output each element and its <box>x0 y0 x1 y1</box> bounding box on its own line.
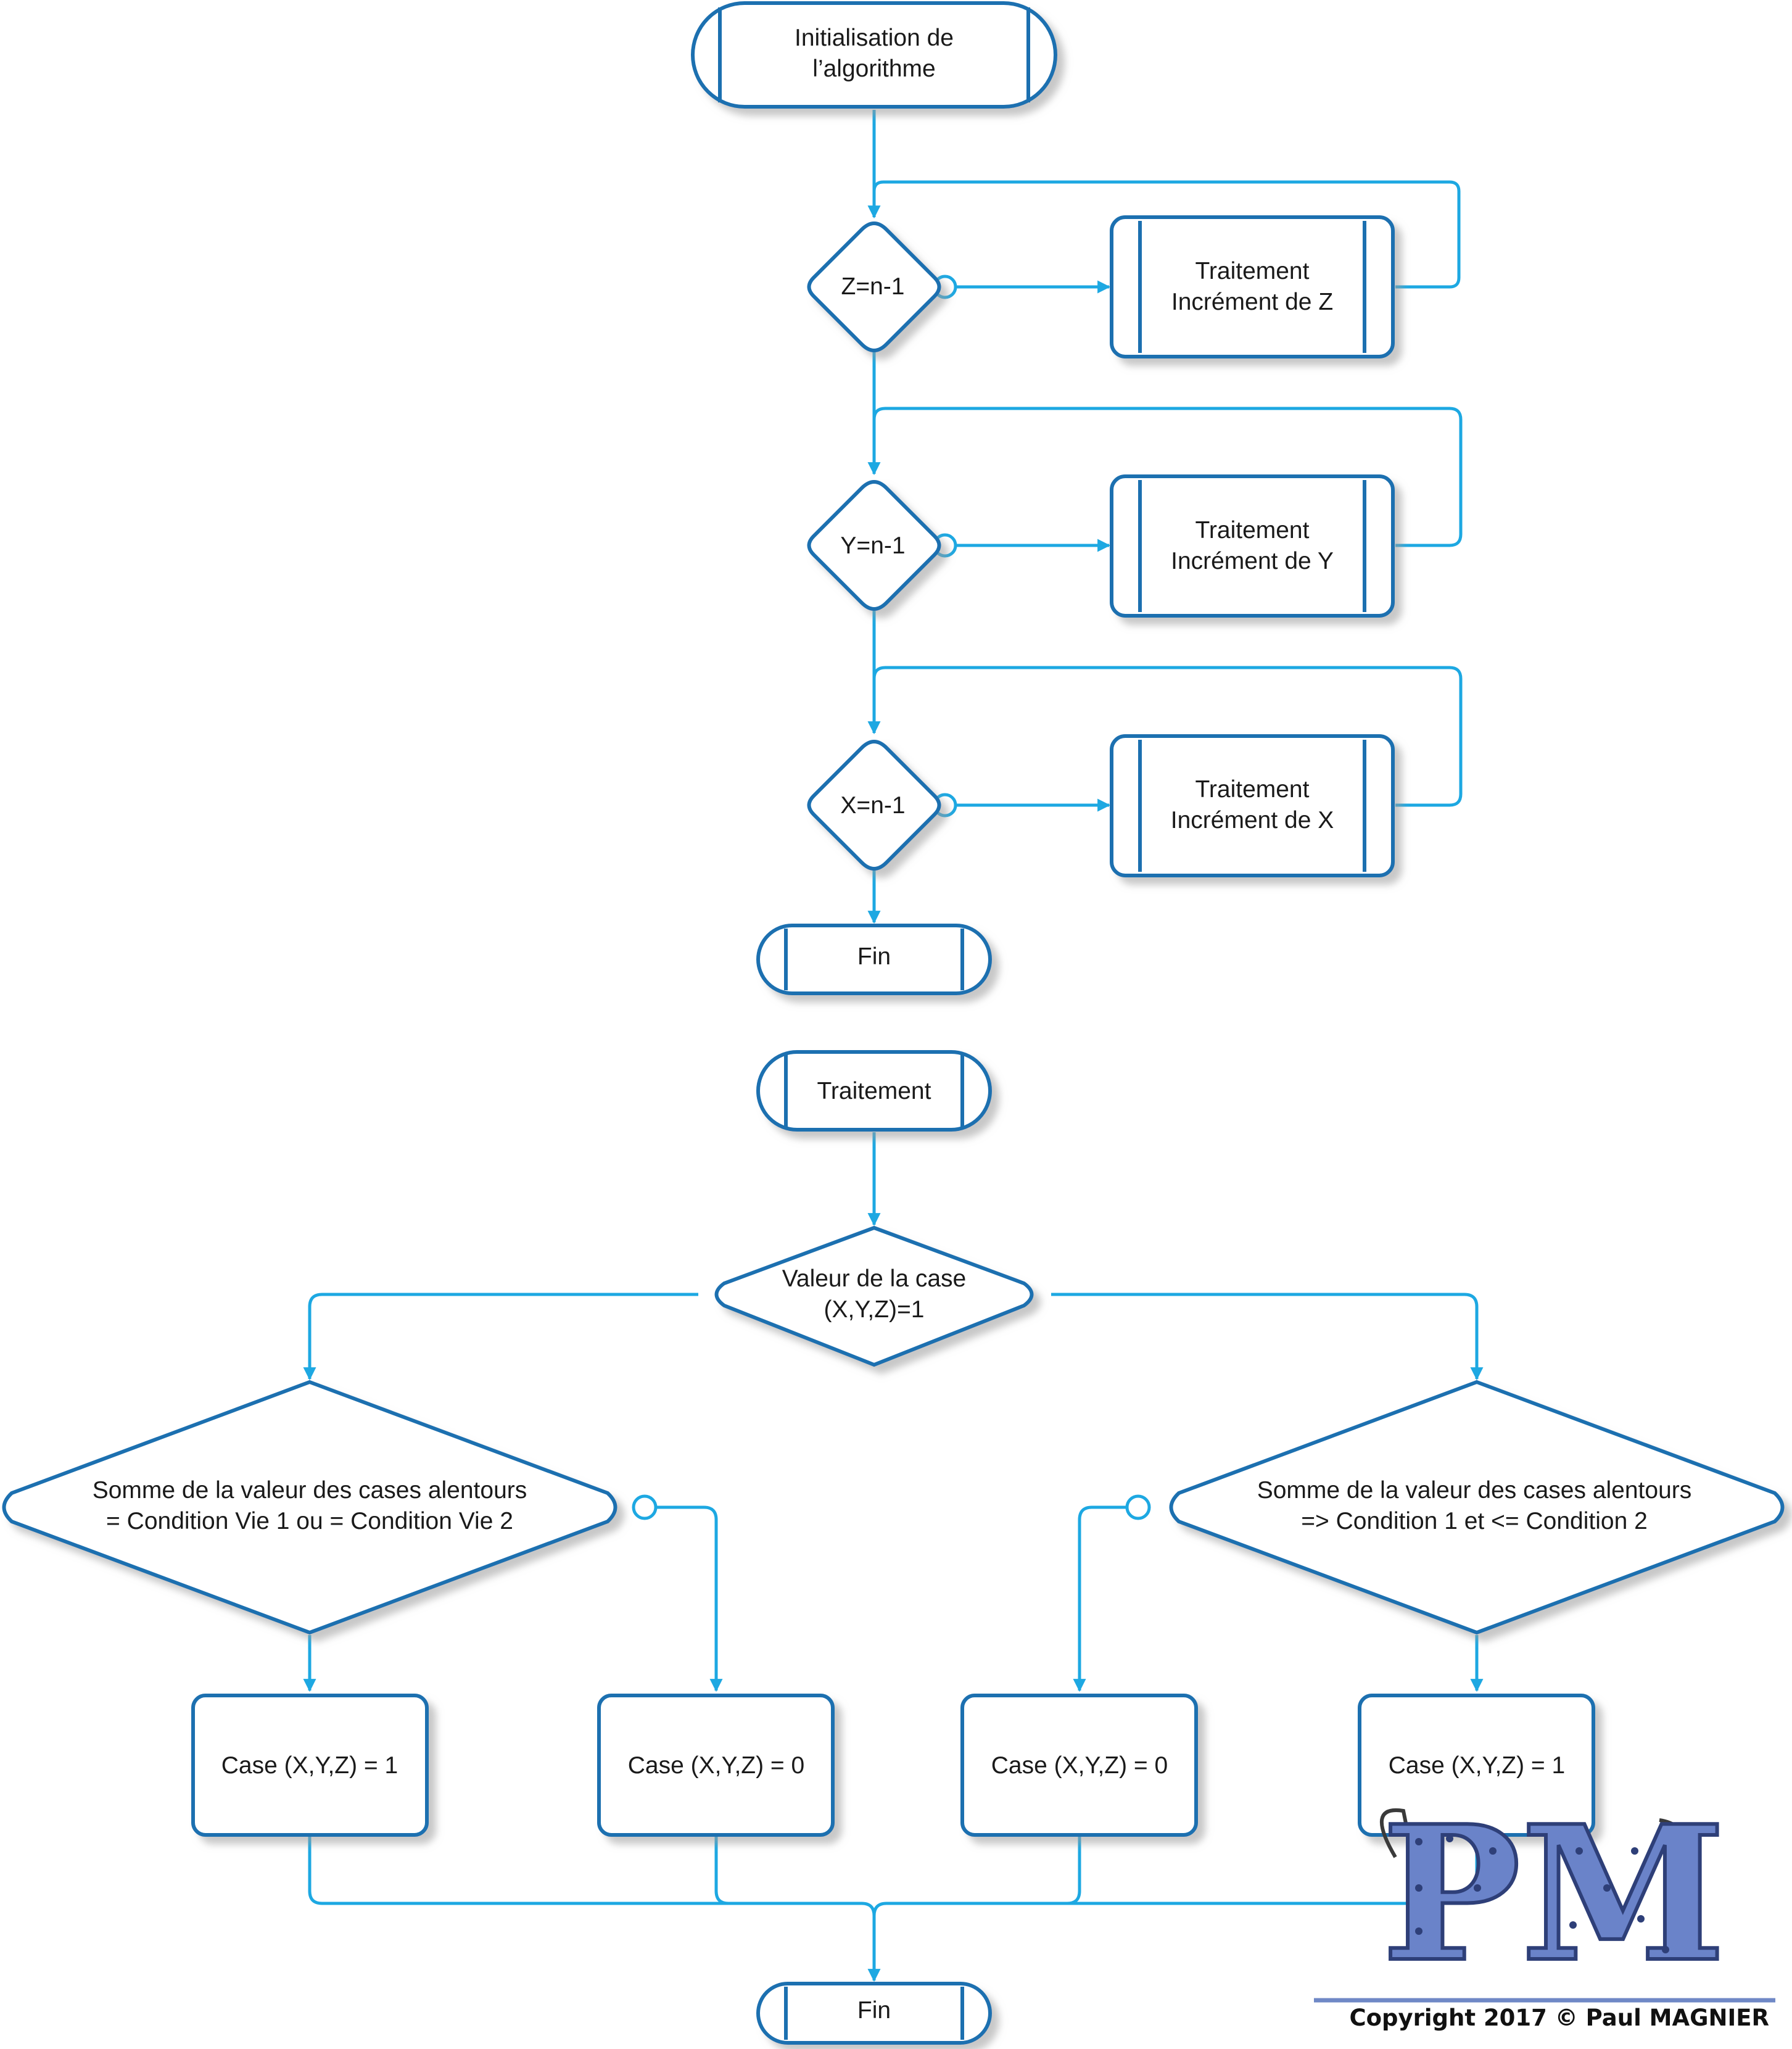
decision-left-label: Somme de la valeur des cases alentours <box>93 1477 527 1504</box>
case-box-2 <box>597 1694 835 1837</box>
logo-letter-p: PM <box>1382 1785 1726 2003</box>
process-y-label: Traitement <box>1195 517 1310 544</box>
connector-case3-merge <box>1067 1836 1081 1905</box>
end-main-label: Fin <box>857 943 891 970</box>
decision-left-label: = Condition Vie 1 ou = Condition Vie 2 <box>106 1508 513 1534</box>
process-x-label: Incrément de X <box>1171 807 1334 834</box>
decision-right <box>1169 1380 1785 1635</box>
decision-x <box>807 739 941 871</box>
connector-value-to-right <box>1051 1293 1484 1381</box>
decision-left <box>2 1380 617 1635</box>
decision-y <box>807 479 941 611</box>
decision-y-label: Y=n-1 <box>840 532 905 559</box>
connector-proc-z-loop <box>872 180 1461 289</box>
treatment-terminator <box>756 1050 992 1132</box>
end-terminator-treatment <box>756 1982 992 2045</box>
process-z <box>1110 215 1395 358</box>
case-4-label: Case (X,Y,Z) = 1 <box>1389 1752 1565 1779</box>
decision-z-label: Z=n-1 <box>841 273 905 300</box>
start-label: Initialisation de <box>795 25 954 51</box>
case-2-label: Case (X,Y,Z) = 0 <box>628 1752 804 1779</box>
process-x-label: Traitement <box>1195 776 1310 803</box>
connector-case2-merge <box>714 1836 729 1905</box>
decision-x-label: X=n-1 <box>840 792 905 819</box>
decision-value-label: Valeur de la case <box>782 1265 966 1292</box>
connector-left-no <box>655 1505 723 1692</box>
decision-value-label: (X,Y,Z)=1 <box>824 1296 925 1323</box>
logo-rivets <box>1415 1835 1669 1953</box>
decision-right-label: Somme de la valeur des cases alentours <box>1257 1477 1692 1504</box>
copyright-text: Copyright 2017 © Paul MAGNIER <box>1349 2005 1769 2031</box>
case-box-3 <box>960 1694 1198 1837</box>
end-treatment-label: Fin <box>857 1997 891 2024</box>
connector-case1-merge <box>308 1836 881 1982</box>
process-z-label: Traitement <box>1195 258 1310 284</box>
connector-proc-y-loop <box>872 407 1463 547</box>
logo-chain-right <box>1659 1818 1691 1920</box>
case-box-1 <box>191 1694 429 1837</box>
treatment-label: Traitement <box>817 1078 931 1104</box>
no-marker-right <box>1125 1494 1151 1520</box>
connector-value-to-left <box>303 1293 698 1381</box>
process-y <box>1110 474 1395 618</box>
connectors <box>303 110 1484 1982</box>
logo-chain-left <box>1379 1808 1414 1858</box>
no-marker-left <box>632 1494 658 1520</box>
process-x <box>1110 734 1395 877</box>
connector-proc-x-loop <box>872 666 1463 807</box>
decision-right-label: => Condition 1 et <= Condition 2 <box>1301 1508 1648 1534</box>
case-1-label: Case (X,Y,Z) = 1 <box>221 1752 398 1779</box>
process-y-label: Incrément de Y <box>1171 548 1334 574</box>
end-terminator-main <box>756 924 992 995</box>
case-box-4 <box>1358 1694 1595 1837</box>
pm-logo: PM <box>1379 1783 1728 2005</box>
connector-right-no <box>1073 1505 1128 1692</box>
case-3-label: Case (X,Y,Z) = 0 <box>991 1752 1168 1779</box>
connector-case4-merge <box>872 1836 1479 1916</box>
start-terminator <box>691 1 1057 109</box>
start-label: l’algorithme <box>812 56 935 82</box>
decision-z <box>807 221 941 353</box>
process-z-label: Incrément de Z <box>1171 289 1333 315</box>
decision-value <box>714 1225 1034 1367</box>
